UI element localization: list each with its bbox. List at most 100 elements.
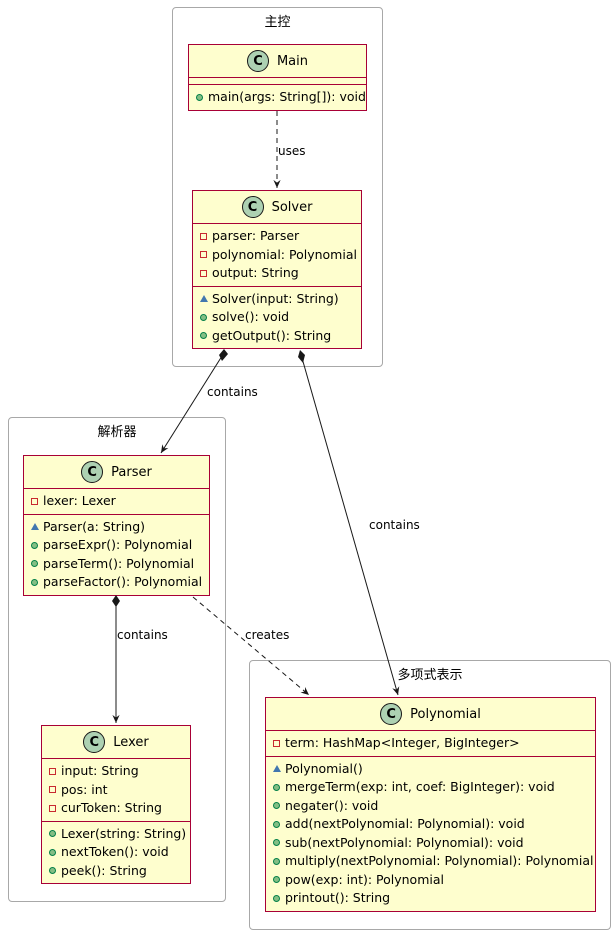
public-visibility-icon (49, 848, 56, 856)
class-method: Solver(input: String) (193, 290, 361, 309)
class-name: Main (276, 53, 309, 69)
class-field: polynomial: Polynomial (193, 246, 361, 265)
class-field: output: String (193, 264, 361, 283)
class-header: C Lexer (42, 726, 190, 759)
class-method: parseTerm(): Polynomial (24, 555, 209, 574)
public-visibility-icon (273, 839, 280, 847)
class-method: add(nextPolynomial: Polynomial): void (266, 815, 595, 834)
package-title: 主控 (264, 15, 291, 30)
class-method: mergeTerm(exp: int, coef: BigInteger): v… (266, 778, 595, 797)
package-title: 多项式表示 (397, 668, 463, 683)
class-header: C Main (189, 45, 366, 78)
public-visibility-icon (273, 894, 280, 902)
private-visibility-icon (31, 497, 38, 505)
class-stereotype-icon: C (380, 703, 403, 725)
public-visibility-icon (49, 830, 56, 838)
member-text: term: HashMap<Integer, BigInteger> (285, 735, 520, 750)
member-text: parser: Parser (212, 228, 300, 243)
member-text: curToken: String (61, 800, 162, 815)
edge-label-contains: contains (117, 628, 168, 642)
member-text: parseFactor(): Polynomial (43, 574, 203, 589)
private-visibility-icon (200, 232, 207, 240)
class-field: pos: int (42, 781, 190, 800)
class-method: negater(): void (266, 797, 595, 816)
edge-label-creates: creates (245, 628, 290, 642)
class-stereotype-icon: C (83, 731, 106, 753)
class-method: sub(nextPolynomial: Polynomial): void (266, 834, 595, 853)
class-method: multiply(nextPolynomial: Polynomial): Po… (266, 852, 595, 871)
private-visibility-icon (200, 251, 207, 259)
class-field: input: String (42, 762, 190, 781)
class-method: peek(): String (42, 862, 190, 881)
private-visibility-icon (49, 804, 56, 812)
member-text: parseExpr(): Polynomial (43, 537, 193, 552)
class-method: Parser(a: String) (24, 518, 209, 537)
class-name: Solver (271, 199, 313, 215)
class-methods-section: Solver(input: String)solve(): void getOut… (193, 287, 361, 349)
public-visibility-icon (31, 578, 38, 586)
class-name: Lexer (113, 734, 149, 750)
class-stereotype-icon: C (246, 50, 269, 72)
public-visibility-icon (273, 876, 280, 884)
package-visibility-icon (200, 295, 208, 303)
package-visibility-icon (273, 765, 281, 773)
member-text: Lexer(string: String) (61, 825, 187, 841)
class-fields-section (189, 78, 366, 85)
class-method: Polynomial() (266, 760, 595, 779)
class-main[interactable]: C Main main(args: String[]): void (188, 44, 367, 111)
class-stereotype-icon: C (81, 461, 104, 483)
class-fields-section: lexer: Lexer (24, 489, 209, 515)
public-visibility-icon (273, 783, 280, 791)
class-fields-section: term: HashMap<Integer, BigInteger> (266, 731, 595, 757)
class-header: C Solver (193, 191, 361, 224)
class-methods-section: Parser(a: String) parseExpr(): Polynomial… (24, 515, 209, 595)
package-title: 解析器 (97, 425, 137, 440)
member-text: main(args: String[]): void (208, 89, 366, 104)
public-visibility-icon (196, 93, 203, 101)
private-visibility-icon (273, 739, 280, 747)
public-visibility-icon (273, 857, 280, 865)
member-text: getOutput(): String (212, 327, 332, 343)
edge-label-contains: contains (207, 385, 258, 399)
public-visibility-icon (31, 560, 38, 568)
edge-label-uses: uses (278, 144, 306, 158)
member-text: Polynomial() (285, 760, 363, 776)
class-solver[interactable]: C Solver parser: Parser polynomial: Polynom… (192, 190, 362, 349)
public-visibility-icon (273, 820, 280, 828)
public-visibility-icon (200, 332, 207, 340)
class-fields-section: parser: Parser polynomial: Polynomial outp… (193, 224, 361, 287)
class-field: curToken: String (42, 799, 190, 818)
member-text: nextToken(): void (61, 844, 169, 859)
member-text: lexer: Lexer (43, 493, 116, 508)
member-text: polynomial: Polynomial (212, 246, 357, 262)
class-method: pow(exp: int): Polynomial (266, 871, 595, 890)
class-method: parseExpr(): Polynomial (24, 536, 209, 555)
class-methods-section: Lexer(string: String) nextToken(): void pe… (42, 822, 190, 884)
class-method: parseFactor(): Polynomial (24, 573, 209, 592)
class-stereotype-icon: C (241, 196, 264, 218)
member-text: printout(): String (285, 890, 391, 905)
class-method: Lexer(string: String) (42, 825, 190, 844)
member-text: pow(exp: int): Polynomial (285, 871, 444, 887)
class-method: solve(): void (193, 308, 361, 327)
member-text: mergeTerm(exp: int, coef: BigInteger): v… (285, 779, 555, 794)
class-method: getOutput(): String (193, 327, 361, 346)
member-text: peek(): String (61, 862, 147, 878)
public-visibility-icon (49, 867, 56, 875)
member-text: sub(nextPolynomial: Polynomial): void (285, 834, 524, 850)
member-text: Parser(a: String) (43, 518, 146, 534)
class-methods-section: Polynomial() mergeTerm(exp: int, coef: Bi… (266, 757, 595, 911)
edge-label-contains: contains (369, 518, 420, 532)
class-methods-section: main(args: String[]): void (189, 85, 366, 110)
member-text: output: String (212, 265, 299, 280)
member-text: solve(): void (212, 309, 290, 324)
member-text: add(nextPolynomial: Polynomial): void (285, 816, 525, 831)
member-text: negater(): void (285, 797, 379, 813)
class-field: term: HashMap<Integer, BigInteger> (266, 734, 595, 753)
class-method: nextToken(): void (42, 843, 190, 862)
